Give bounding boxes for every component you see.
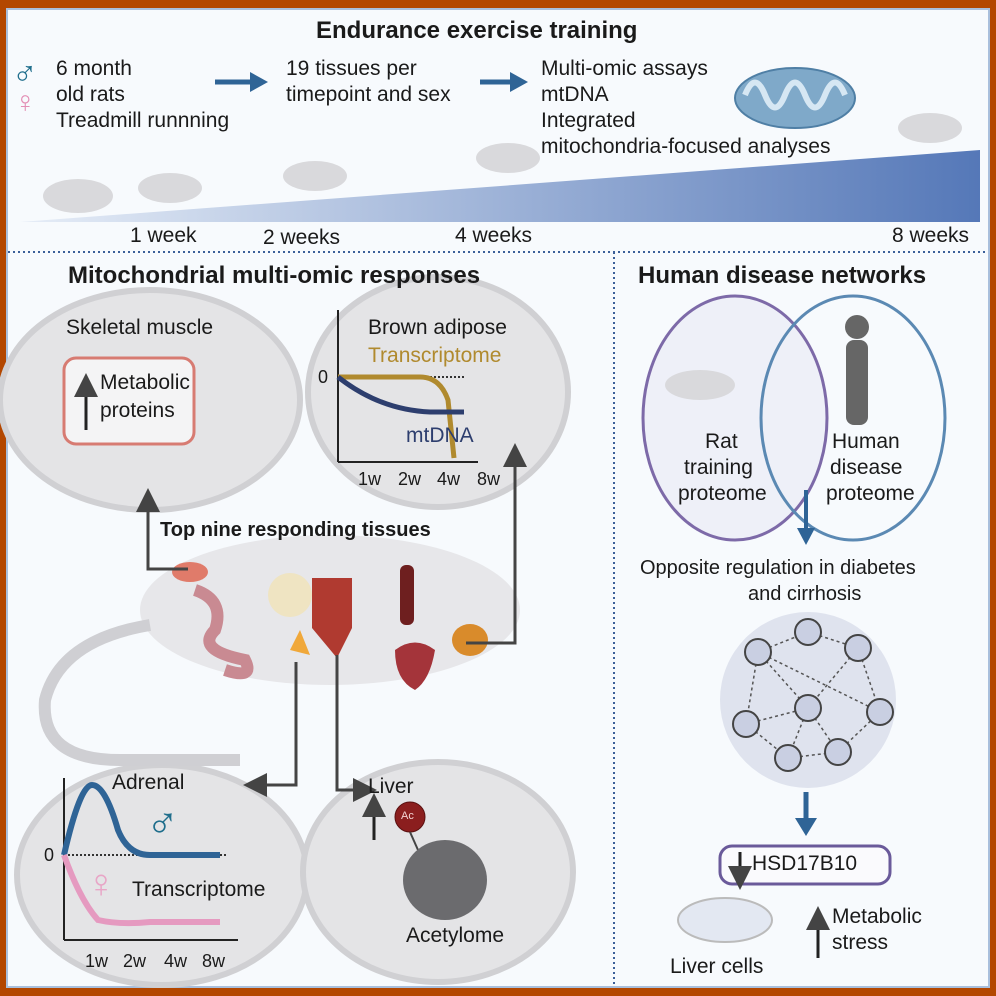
- series-transcriptome: [338, 374, 457, 459]
- rat-icons: [43, 113, 962, 213]
- right-section-title: Human disease networks: [638, 262, 927, 289]
- petri-dish-icon: [677, 897, 773, 943]
- series-male: [61, 781, 220, 858]
- step2-line1: 19 tissues per: [286, 57, 417, 80]
- adrenal-title: Adrenal: [112, 771, 185, 794]
- timepoint-8w: 8 weeks: [892, 224, 970, 247]
- timepoint-1w: 1 week: [130, 224, 197, 247]
- mitochondrion-icon: [734, 67, 856, 129]
- brown-legend-transcriptome: Transcriptome: [368, 344, 502, 367]
- stress-line1: Metabolic: [832, 905, 922, 928]
- venn-left-line2: training: [684, 456, 753, 479]
- adrenal-zero-label: 0: [44, 845, 55, 865]
- step1-line3: Treadmill runnning: [56, 109, 230, 132]
- timepoint-4w: 4 weeks: [455, 224, 533, 247]
- step3-line2: mtDNA: [541, 83, 609, 106]
- tissue-icons: [172, 562, 488, 690]
- adrenal-series-label: Transcriptome: [132, 878, 266, 901]
- flow-arrows: [215, 72, 528, 92]
- stress-line2: stress: [832, 931, 889, 954]
- liver-title: Liver: [368, 775, 414, 798]
- finding-line2: and cirrhosis: [748, 583, 862, 605]
- step3-line3: Integrated: [541, 109, 636, 132]
- brown-xtick: 8w: [477, 469, 501, 489]
- step3-line1: Multi-omic assays: [541, 57, 708, 80]
- venn-human: [759, 294, 947, 542]
- step3-line4: mitochondria-focused analyses: [541, 135, 831, 158]
- liver-cells-label: Liver cells: [670, 955, 764, 978]
- brown-xtick: 2w: [398, 469, 422, 489]
- step1-line1: 6 month: [56, 57, 132, 80]
- venn-left-line3: proteome: [678, 482, 767, 505]
- skeletal-title: Skeletal muscle: [66, 316, 214, 339]
- adrenal-xtick: 8w: [202, 951, 226, 971]
- training-ramp: [20, 150, 980, 222]
- adrenal-xtick: 4w: [164, 951, 188, 971]
- human-silhouette: [845, 315, 869, 425]
- female-icon: ♀: [86, 862, 116, 906]
- finding-line1: Opposite regulation in diabetes: [640, 557, 916, 579]
- male-icon: ♂: [12, 55, 38, 93]
- mito-backgrounds: [0, 274, 576, 988]
- adrenal-xtick: 1w: [85, 951, 109, 971]
- venn-right-line3: proteome: [826, 482, 915, 505]
- brown-xtick: 1w: [358, 469, 382, 489]
- top-title: Endurance exercise training: [316, 17, 638, 44]
- male-icon: ♂: [146, 799, 179, 848]
- brown-adipose-chart: [336, 310, 478, 463]
- connector-arrows: [136, 443, 527, 802]
- brown-legend-mtdna: mtDNA: [406, 424, 474, 447]
- center-label: Top nine responding tissues: [160, 519, 431, 541]
- protein-network: [720, 612, 896, 788]
- venn-rat: [641, 294, 829, 542]
- adrenal-xtick: 2w: [123, 951, 147, 971]
- step1-line2: old rats: [56, 83, 125, 106]
- adrenal-chart: [61, 778, 238, 941]
- hsd17b10-box: [718, 844, 892, 886]
- left-section-title: Mitochondrial multi-omic responses: [68, 262, 481, 289]
- brown-zero-label: 0: [318, 367, 329, 387]
- venn-left-line1: Rat: [705, 430, 738, 453]
- skeletal-box-line2: proteins: [100, 399, 175, 422]
- gene-label: HSD17B10: [752, 852, 858, 875]
- acetylome-label: Acetylome: [406, 924, 505, 947]
- series-female: [61, 853, 220, 927]
- series-mtdna: [336, 375, 464, 415]
- acetyl-badge-label: Ac: [401, 810, 414, 822]
- venn-right-line1: Human: [832, 430, 900, 453]
- protein-blob: [403, 840, 487, 920]
- step2-line2: timepoint and sex: [286, 83, 451, 106]
- skeletal-box-line1: Metabolic: [100, 371, 190, 394]
- female-icon: ♀: [14, 86, 37, 119]
- venn-right-line2: disease: [830, 456, 903, 479]
- brown-title: Brown adipose: [368, 316, 507, 339]
- brown-xtick: 4w: [437, 469, 461, 489]
- timepoint-2w: 2 weeks: [263, 226, 341, 249]
